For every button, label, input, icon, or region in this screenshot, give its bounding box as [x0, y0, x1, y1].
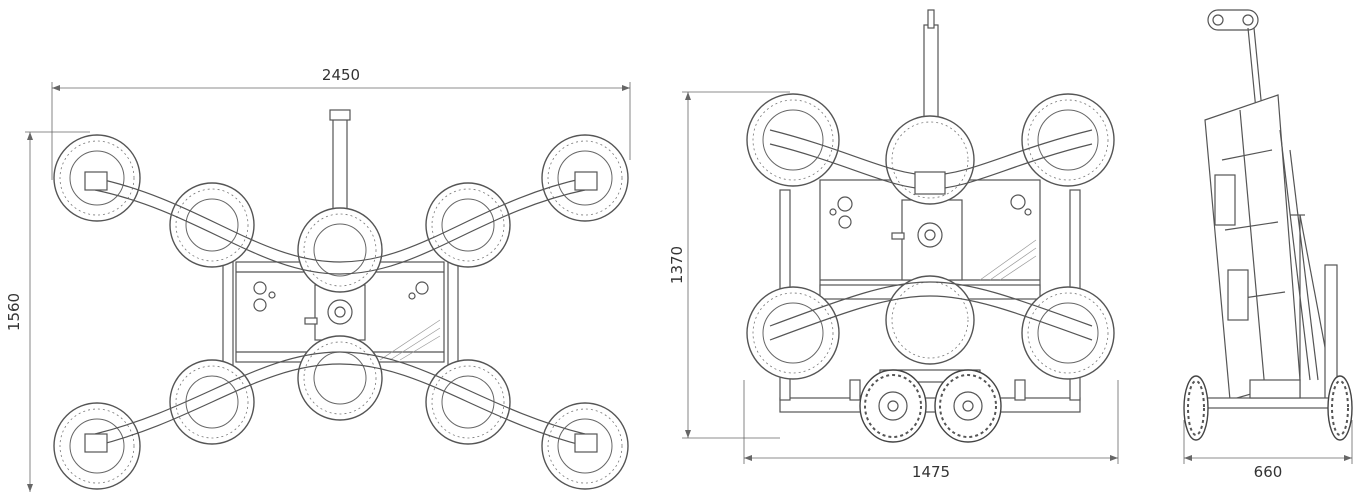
front-gauge-icon	[837, 196, 853, 212]
wheel-icon	[859, 369, 927, 443]
suction-cup-icon	[425, 182, 511, 268]
top-height-dimension: 1560	[5, 131, 90, 492]
front-view: 1370 1475	[668, 9, 1119, 481]
side-width-label: 660	[1254, 463, 1283, 481]
suction-cup-icon	[746, 93, 840, 187]
suction-cup-icon	[169, 182, 255, 268]
suction-cup-icon	[297, 207, 383, 293]
top-control-unit	[314, 284, 366, 341]
front-base-frame	[779, 397, 1081, 413]
side-width-dimension: 660	[1183, 420, 1353, 481]
side-a-frame	[1290, 214, 1338, 406]
front-width-dimension: 1475	[743, 380, 1119, 481]
top-width-label: 2450	[322, 66, 360, 84]
top-view: 2450 1560	[5, 66, 631, 492]
top-gauge-icon	[253, 281, 267, 295]
side-base-frame	[1191, 397, 1345, 409]
side-view: 660	[1183, 9, 1353, 481]
side-panel-assembly	[1204, 94, 1319, 401]
top-width-dimension: 2450	[51, 66, 631, 180]
top-arms	[94, 177, 586, 447]
lifting-eye-icon	[1207, 9, 1259, 31]
wheel-icon	[1183, 375, 1209, 441]
suction-cup-icon	[297, 335, 383, 421]
suction-cup-icon	[1021, 286, 1115, 380]
front-wheels	[859, 369, 1002, 443]
top-height-label: 1560	[5, 293, 23, 331]
suction-cup-icon	[885, 275, 975, 365]
suction-cup-icon	[746, 286, 840, 380]
front-width-label: 1475	[912, 463, 950, 481]
suction-cup-icon	[885, 115, 975, 205]
suction-cup-icon	[1021, 93, 1115, 187]
front-height-label: 1370	[668, 246, 686, 284]
front-height-dimension: 1370	[668, 91, 790, 439]
wheel-icon	[934, 369, 1002, 443]
wheel-icon	[1327, 375, 1353, 441]
